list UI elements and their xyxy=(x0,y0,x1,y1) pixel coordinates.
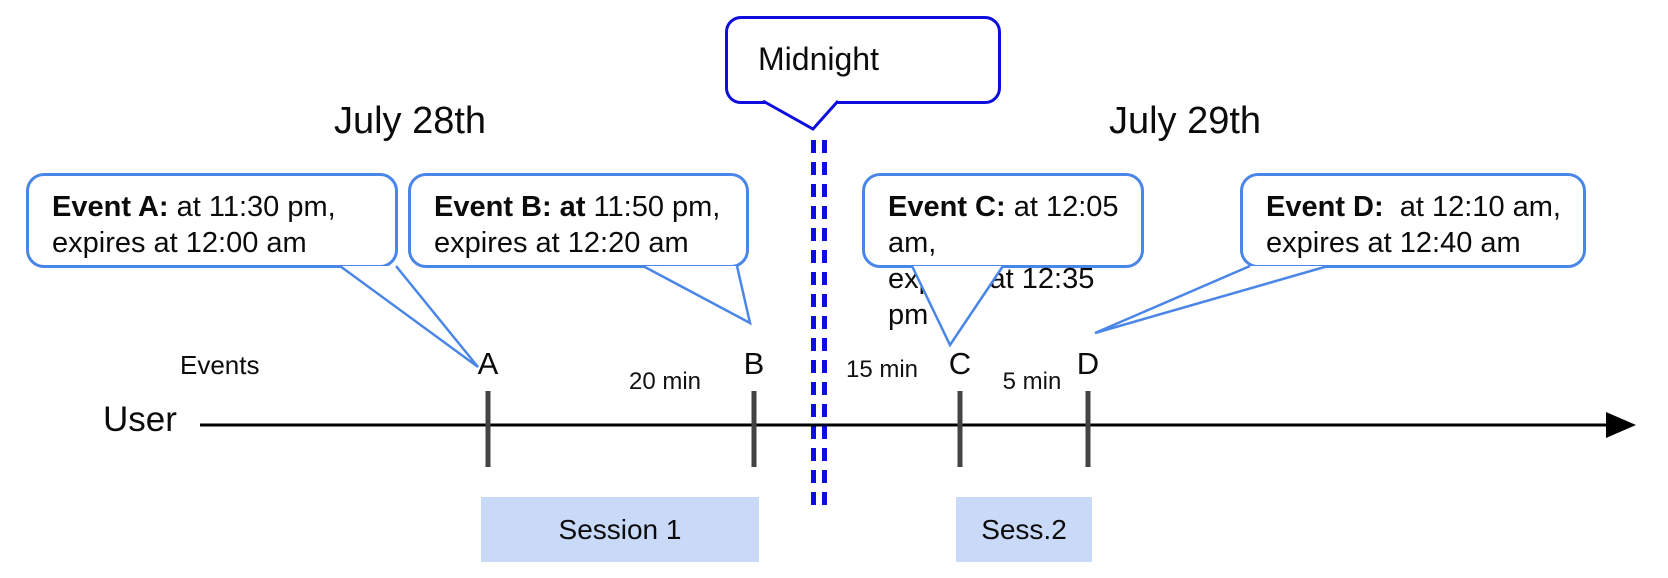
session-2-box: Sess.2 xyxy=(956,497,1092,562)
event-a-title: Event A: xyxy=(52,191,169,223)
gap-label-20min: 20 min xyxy=(628,368,702,395)
event-b-time: 11:50 pm, xyxy=(585,191,721,223)
event-a-line1: Event A: at 11:30 pm, xyxy=(52,189,387,225)
event-c-callout: Event C: at 12:05 am, expires at 12:35 p… xyxy=(862,173,1144,331)
tick-label-b: B xyxy=(743,346,765,381)
session-2-label: Sess.2 xyxy=(981,513,1067,545)
session-1-box: Session 1 xyxy=(481,497,759,562)
midnight-callout-tail xyxy=(762,99,840,131)
event-b-line2: expires at 12:20 am xyxy=(434,227,689,259)
day-label-july-28: July 28th xyxy=(333,100,487,142)
event-b-callout: Event B: at 11:50 pm, expires at 12:20 a… xyxy=(408,173,749,268)
event-c-time: at 12:05 am, xyxy=(888,191,1127,259)
user-axis-label: User xyxy=(103,400,177,439)
event-a-line2: expires at 12:00 am xyxy=(52,227,307,259)
event-d-time: at 12:10 am, xyxy=(1383,191,1561,223)
tick-label-c: C xyxy=(948,346,972,381)
gap-label-15min: 15 min xyxy=(845,356,919,383)
session-1-label: Session 1 xyxy=(558,513,682,545)
event-b-line1: Event B: at 11:50 pm, xyxy=(434,189,738,225)
event-d-line1: Event D: at 12:10 am, xyxy=(1266,189,1575,225)
event-c-line2: expires at 12:35 pm xyxy=(888,263,1103,331)
midnight-callout: Midnight xyxy=(725,16,1001,104)
events-axis-label: Events xyxy=(180,350,260,380)
arrowhead xyxy=(1606,412,1636,438)
event-d-callout: Event D: at 12:10 am, expires at 12:40 a… xyxy=(1240,173,1586,268)
event-a-callout: Event A: at 11:30 pm, expires at 12:00 a… xyxy=(26,173,398,268)
gap-label-5min: 5 min xyxy=(1002,368,1062,395)
timeline-arrow xyxy=(200,412,1636,438)
tick-label-d: D xyxy=(1076,346,1100,381)
event-d-line2: expires at 12:40 am xyxy=(1266,227,1521,259)
event-c-line1: Event C: at 12:05 am, xyxy=(888,189,1133,261)
midnight-dashed-line xyxy=(811,140,827,508)
event-b-title: Event B: at xyxy=(434,191,586,223)
event-c-title: Event C: xyxy=(888,191,1006,223)
event-a-time: at 11:30 pm, xyxy=(168,191,336,223)
midnight-callout-label: Midnight xyxy=(758,41,879,77)
event-d-title: Event D: xyxy=(1266,191,1384,223)
event-b-callout-tail xyxy=(642,264,752,326)
day-label-july-29: July 29th xyxy=(1108,100,1262,142)
tick-label-a: A xyxy=(477,346,499,381)
